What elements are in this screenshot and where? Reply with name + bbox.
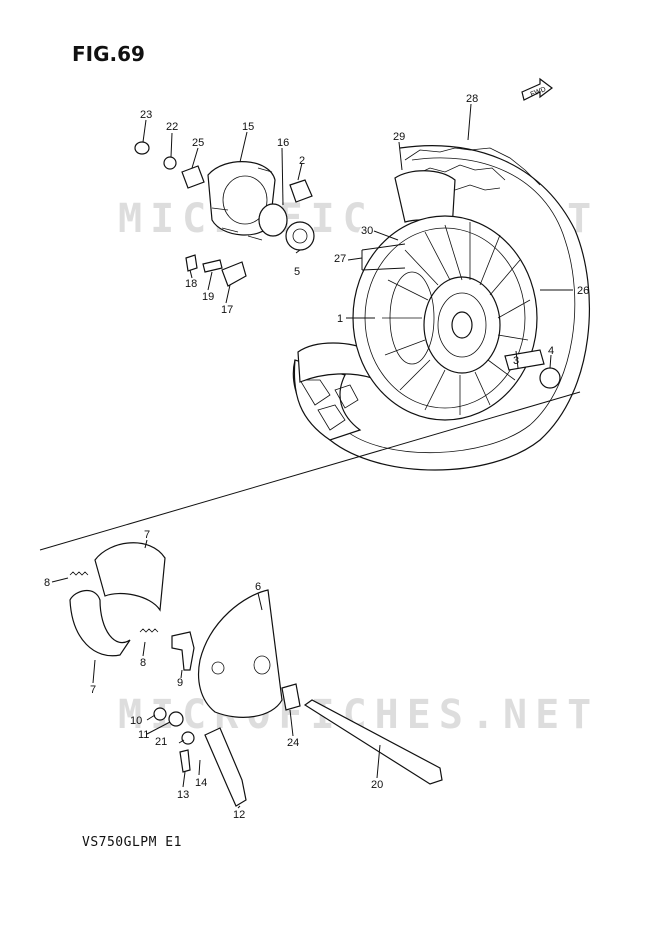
callout-labels: 1234567788910111213141516171819202122232… xyxy=(44,93,589,821)
seal-11-icon xyxy=(168,711,184,727)
callout-c7a: 7 xyxy=(144,529,150,541)
callout-c17: 17 xyxy=(221,304,233,316)
axle-spacer-icon xyxy=(504,349,545,371)
callout-c30: 30 xyxy=(361,225,373,237)
fwd-arrow-icon: FWD xyxy=(521,77,553,101)
callout-c7b: 7 xyxy=(90,684,96,696)
divider-line xyxy=(39,391,581,551)
clip-parts-icon xyxy=(185,254,247,287)
brake-arm-icon xyxy=(204,727,247,807)
callout-c29: 29 xyxy=(393,131,405,143)
callout-c21: 21 xyxy=(155,736,167,748)
wheel-icon xyxy=(352,215,538,421)
figure-title: FIG.69 xyxy=(72,42,145,66)
callout-c23: 23 xyxy=(140,109,152,121)
callout-c22: 22 xyxy=(166,121,178,133)
model-code: VS750GLPM E1 xyxy=(82,835,182,850)
callout-c14: 14 xyxy=(195,777,207,789)
bolt-13-icon xyxy=(179,749,191,773)
spring-upper-icon xyxy=(69,571,89,576)
tube-section-icon xyxy=(394,170,456,232)
callout-c13: 13 xyxy=(177,789,189,801)
ring-21-icon xyxy=(181,731,195,745)
callout-c4: 4 xyxy=(548,345,554,357)
callout-c28: 28 xyxy=(466,93,478,105)
callout-c15: 15 xyxy=(242,121,254,133)
brake-cam-icon xyxy=(171,631,195,671)
callout-c26: 26 xyxy=(577,285,589,297)
callout-c9: 9 xyxy=(177,677,183,689)
callout-c12: 12 xyxy=(233,809,245,821)
callout-c20: 20 xyxy=(371,779,383,791)
callout-c16: 16 xyxy=(277,137,289,149)
callout-c1: 1 xyxy=(337,313,343,325)
callout-c27: 27 xyxy=(334,253,346,265)
callout-c8a: 8 xyxy=(44,577,50,589)
callout-c25: 25 xyxy=(192,137,204,149)
callout-c18: 18 xyxy=(185,278,197,290)
leader-lines xyxy=(51,103,573,809)
collar-icon xyxy=(539,367,561,389)
callout-c3: 3 xyxy=(513,355,519,367)
hub-parts-icon xyxy=(134,141,315,251)
callout-c2: 2 xyxy=(299,155,305,167)
spring-lower-icon xyxy=(139,628,159,633)
spacer-24-icon xyxy=(281,683,301,711)
brake-shoe-icon xyxy=(69,542,166,657)
callout-c11: 11 xyxy=(138,729,149,741)
axle-icon xyxy=(303,699,443,785)
callout-c19: 19 xyxy=(202,291,214,303)
washer-10-icon xyxy=(153,707,167,721)
callout-c10: 10 xyxy=(130,715,142,727)
callout-c5: 5 xyxy=(294,266,300,278)
callout-c6: 6 xyxy=(255,581,261,593)
callout-c8b: 8 xyxy=(140,657,146,669)
brake-panel-icon xyxy=(197,589,283,718)
callout-c24: 24 xyxy=(287,737,299,749)
